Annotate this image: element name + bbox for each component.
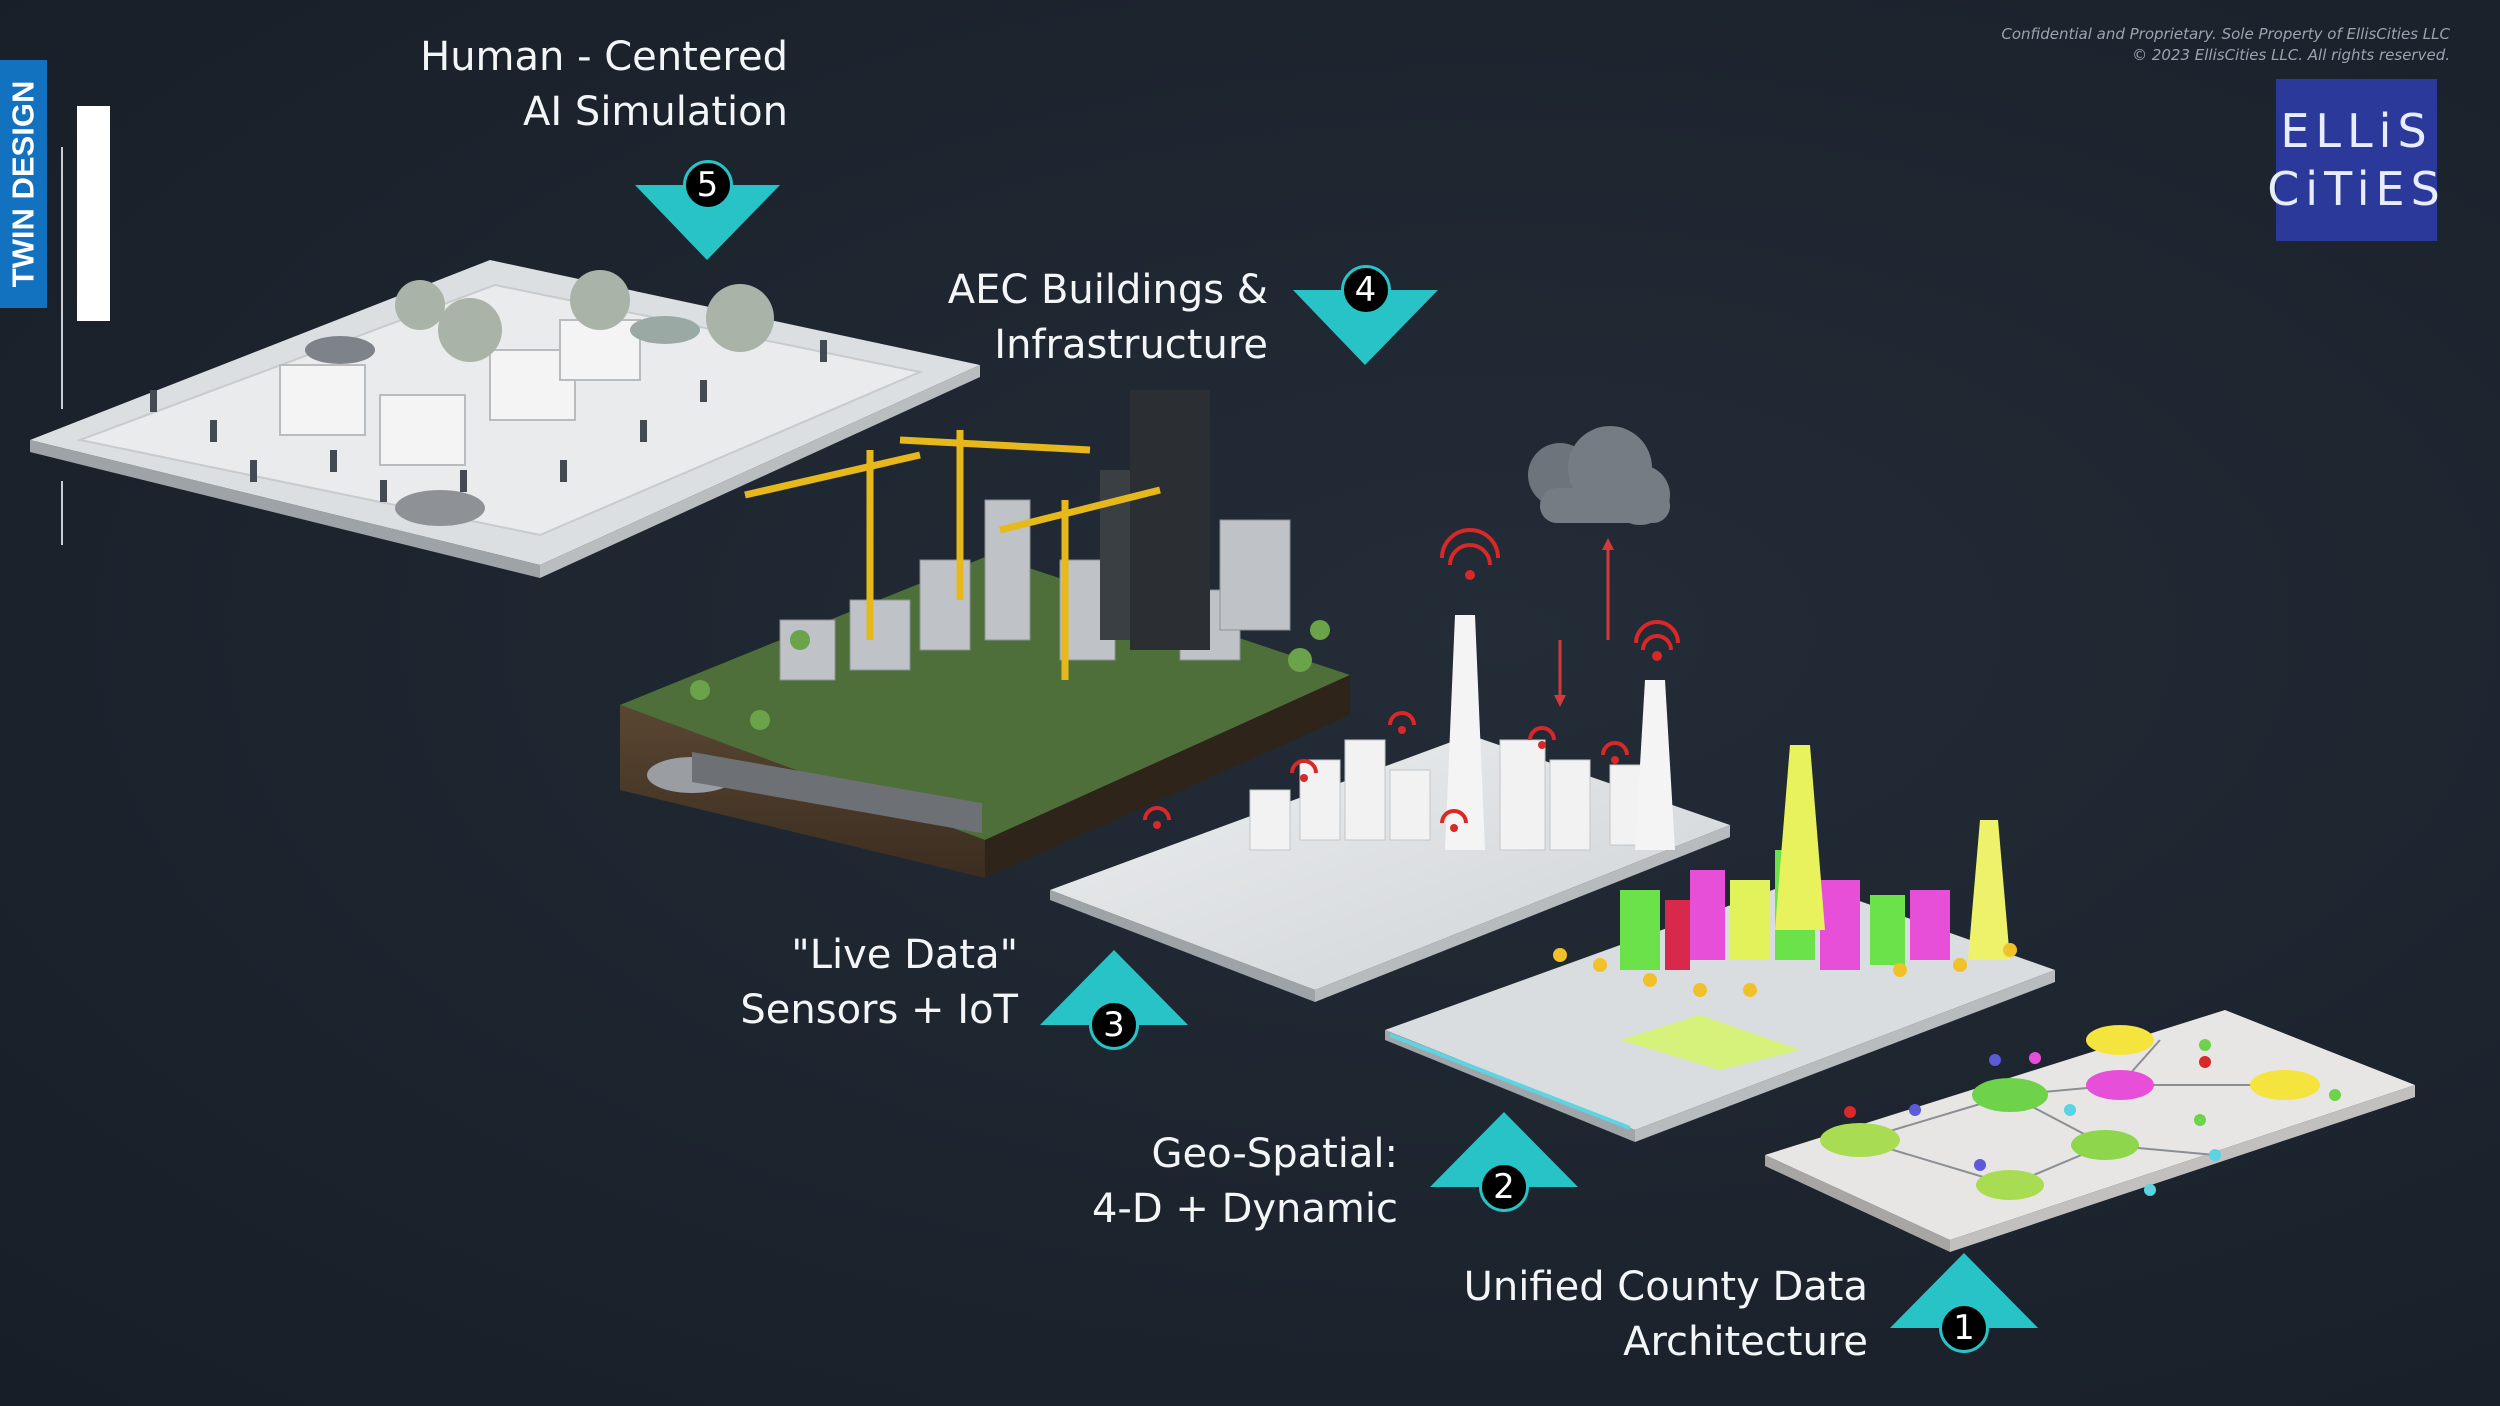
layer-3-label: "Live Data" Sensors + IoT (740, 928, 1018, 1038)
layer-5-number: 5 (683, 160, 733, 210)
cloud-icon (1528, 426, 1670, 707)
layer-4-marker: 4 (1293, 255, 1438, 365)
layer-5-simulation-plate (30, 260, 980, 578)
layer-2-number: 2 (1479, 1162, 1529, 1212)
layer-2-label: Geo-Spatial: 4-D + Dynamic (1092, 1127, 1398, 1237)
layer-1-title: Unified County Data (1464, 1260, 1868, 1315)
layer-5-label: Human - Centered AI Simulation (420, 30, 788, 140)
layer-2-subtitle: 4-D + Dynamic (1092, 1182, 1398, 1237)
layer-5-marker: 5 (635, 150, 780, 260)
layer-1-subtitle: Architecture (1464, 1315, 1868, 1370)
layer-3-number: 3 (1089, 1000, 1139, 1050)
layer-2-title: Geo-Spatial: (1092, 1127, 1398, 1182)
layer-4-subtitle: Infrastructure (948, 318, 1268, 373)
layer-1-marker: 1 (1890, 1253, 2038, 1363)
layer-3-marker: 3 (1040, 950, 1188, 1060)
layer-5-title: Human - Centered (420, 30, 788, 85)
layer-5-subtitle: AI Simulation (420, 85, 788, 140)
layer-2-marker: 2 (1430, 1112, 1578, 1222)
layer-3-subtitle: Sensors + IoT (740, 983, 1018, 1038)
layer-1-number: 1 (1939, 1303, 1989, 1353)
layer-3-title: "Live Data" (740, 928, 1018, 983)
layer-4-title: AEC Buildings & (948, 263, 1268, 318)
layer-4-number: 4 (1341, 265, 1391, 315)
layer-1-label: Unified County Data Architecture (1464, 1260, 1868, 1370)
layer-4-label: AEC Buildings & Infrastructure (948, 263, 1268, 373)
